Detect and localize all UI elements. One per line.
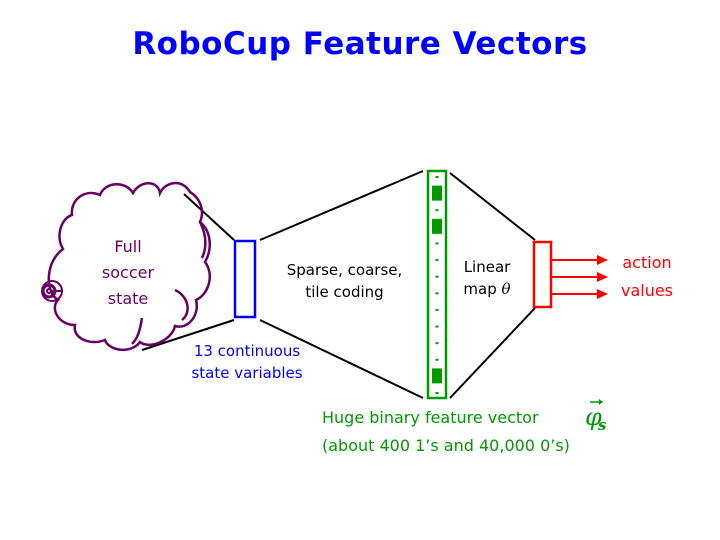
soccer-state-cloud [47,181,211,351]
soccer-state-label: Full soccer state [88,234,168,312]
cloud-to-state-box-bottom-line [141,319,235,351]
feature-vector-line-1: Huge binary feature vector [322,408,539,427]
linear-map-label: Linear map θ [452,256,522,300]
linear-map-line-2: map θ [452,278,522,300]
feature-vector-box [426,169,448,400]
linear-map-box [532,240,553,309]
feature-cell-zero [435,325,439,328]
soccer-state-line-1: Full [114,237,142,256]
action-arrows [552,255,608,299]
feature-cell-zero [435,342,439,345]
feature-cell-zero [435,259,439,262]
feature-cell-one [432,218,442,234]
theta-symbol: θ [501,280,511,298]
feature-cell-zero [435,275,439,278]
state-box-to-vector-bottom-line [259,319,424,399]
state-variables-box [233,239,257,319]
state-variables-line-2: state variables [191,364,303,382]
action-values-label: action values [610,249,684,305]
soccer-ball-icon [41,280,63,302]
action-values-line-2: values [620,281,674,300]
cloud-to-state-box-top-line [183,193,235,241]
feature-cell-zero [435,209,439,212]
arrowhead-icon [597,255,608,265]
tile-coding-line-2: tile coding [305,283,384,301]
vector-to-map-bottom-line [449,307,536,399]
phi-symbol: φ [585,403,602,431]
cloud-inner-fold-2 [174,288,189,321]
phi-subscript: s [598,416,607,434]
feature-cell-one [432,185,442,201]
linear-map-word: map [463,280,497,298]
feature-vector-line-2: (about 400 1’s and 40,000 0’s) [322,436,570,455]
state-box-to-vector-top-line [259,170,424,241]
soccer-state-line-3: state [107,289,149,308]
phi-vector-symbol: φ s [585,399,607,434]
feature-cell-zero [435,242,439,245]
feature-vector-label: Huge binary feature vector (about 400 1’… [322,404,570,460]
state-variables-label: 13 continuous state variables [172,340,322,384]
arrowhead-icon [597,289,608,299]
cloud-inner-fold-1 [198,221,207,259]
feature-cell-zero [435,308,439,311]
vector-to-map-top-line [449,172,536,241]
tile-coding-line-1: Sparse, coarse, [286,261,403,279]
feature-cell-zero [435,292,439,295]
feature-cell-zero [435,392,439,394]
feature-cell-one [432,368,442,384]
feature-vector-cells [432,176,442,394]
action-values-line-1: action [622,253,672,272]
tile-coding-label: Sparse, coarse, tile coding [272,259,417,303]
feature-cell-zero [435,176,439,178]
cloud-inner-fold-3 [131,317,144,345]
feature-cell-zero [435,358,439,361]
connector-lines [141,170,536,399]
arrowhead-icon [597,272,608,282]
soccer-state-line-2: soccer [101,263,155,282]
linear-map-line-1: Linear [463,258,511,276]
state-variables-line-1: 13 continuous [193,342,301,360]
slide-title: RoboCup Feature Vectors [132,26,588,62]
